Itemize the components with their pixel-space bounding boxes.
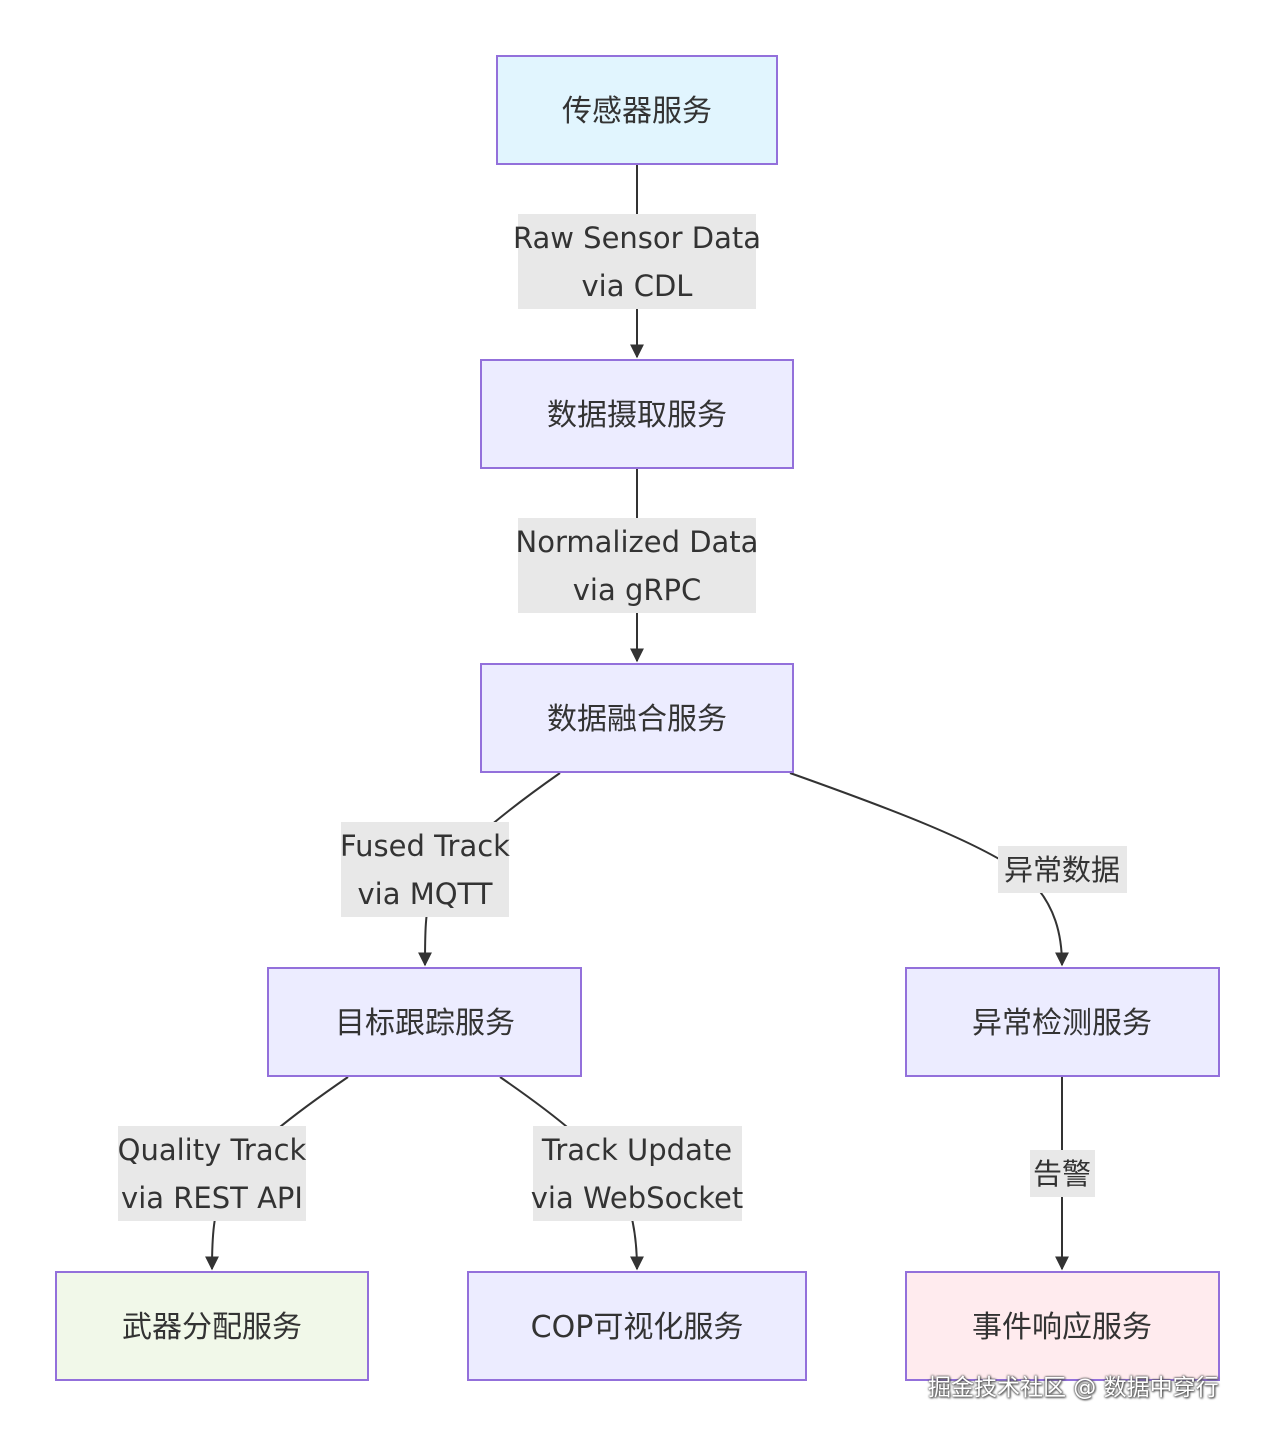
edge-label-ingest-fusion: Normalized Data via gRPC: [516, 518, 759, 613]
node-label: 数据融合服务: [547, 702, 727, 737]
edge-label-bg: [341, 822, 509, 917]
edge-label-bg: [118, 1126, 306, 1221]
edge-label-line: 异常数据: [1004, 853, 1120, 887]
edge-label-line: Raw Sensor Data: [513, 221, 761, 255]
edge-label-sensor-ingest: Raw Sensor Data via CDL: [513, 214, 761, 309]
node-box[interactable]: [480, 663, 794, 773]
edge-label-bg: [998, 846, 1127, 893]
edge-label-line: Normalized Data: [516, 525, 759, 559]
edge-label-line: via CDL: [582, 269, 693, 303]
edge-label-line: Quality Track: [118, 1133, 307, 1167]
node-box[interactable]: [55, 1271, 369, 1381]
node-weapon-service[interactable]: 武器分配服务: [55, 1271, 369, 1381]
edge-label-fusion-tracking: Fused Track via MQTT: [340, 822, 510, 917]
node-box[interactable]: [267, 967, 582, 1077]
edge-label-line: via MQTT: [358, 877, 493, 911]
edge-label-anomaly-incident: 告警: [1030, 1150, 1095, 1197]
edge-label-bg: [533, 1126, 742, 1221]
edge-label-line: via WebSocket: [531, 1181, 744, 1215]
node-label: 数据摄取服务: [547, 398, 727, 433]
edge-label-bg: [518, 518, 756, 613]
node-label: 传感器服务: [562, 94, 712, 129]
edge-label-line: Fused Track: [340, 829, 510, 863]
node-ingest-service[interactable]: 数据摄取服务: [480, 359, 794, 469]
edge-label-line: via gRPC: [573, 573, 702, 607]
edge-label-line: 告警: [1033, 1157, 1091, 1191]
node-box[interactable]: [496, 55, 778, 165]
node-label: 目标跟踪服务: [335, 1006, 515, 1041]
edge-label-bg: [518, 214, 756, 309]
edge-label-line: Track Update: [541, 1133, 732, 1167]
node-fusion-service[interactable]: 数据融合服务: [480, 663, 794, 773]
node-label: COP可视化服务: [531, 1310, 744, 1345]
node-anomaly-service[interactable]: 异常检测服务: [905, 967, 1220, 1077]
node-box[interactable]: [467, 1271, 807, 1381]
node-label: 武器分配服务: [122, 1310, 302, 1345]
watermark: 掘金技术社区 @ 数据中穿行: [928, 1375, 1219, 1401]
edge-label-tracking-weapon: Quality Track via REST API: [118, 1126, 307, 1221]
edge-label-line: via REST API: [121, 1181, 303, 1215]
edge-label-tracking-cop: Track Update via WebSocket: [531, 1126, 744, 1221]
node-cop-service[interactable]: COP可视化服务: [467, 1271, 807, 1381]
node-tracking-service[interactable]: 目标跟踪服务: [267, 967, 582, 1077]
node-label: 事件响应服务: [972, 1310, 1152, 1345]
edge-label-bg: [1030, 1150, 1095, 1197]
node-box[interactable]: [905, 967, 1220, 1077]
edge-label-fusion-anomaly: 异常数据: [998, 846, 1127, 893]
node-box[interactable]: [480, 359, 794, 469]
node-box[interactable]: [905, 1271, 1220, 1381]
node-label: 异常检测服务: [972, 1006, 1152, 1041]
node-incident-service[interactable]: 事件响应服务: [905, 1271, 1220, 1381]
node-sensor-service[interactable]: 传感器服务: [496, 55, 778, 165]
